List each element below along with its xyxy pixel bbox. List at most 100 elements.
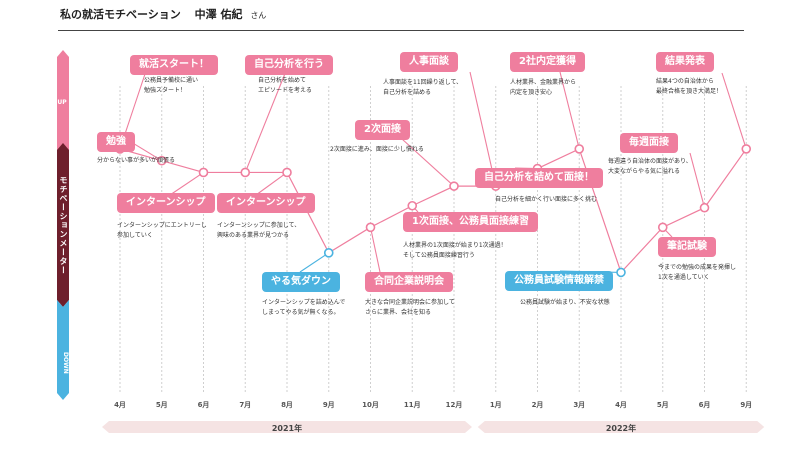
axis-meter-label: モチベーションメーター xyxy=(59,175,68,275)
annotation-description-line: 人材業界、金融業界から xyxy=(510,79,577,86)
annotation-description-line: 公務員予備校に通い xyxy=(144,77,199,84)
annotation-description-line: 公務員試験が始まり、不安な状態 xyxy=(520,299,610,306)
annotation-label: 毎週面接 xyxy=(620,133,678,153)
annotation-description-line: インターンシップにエントリーし xyxy=(117,222,207,229)
data-point xyxy=(699,202,710,213)
data-point xyxy=(282,167,292,178)
month-tick-label: 7月 xyxy=(239,401,252,409)
annotation-label: 結果発表 xyxy=(656,52,714,72)
annotation-label: 合同企業説明会 xyxy=(365,272,453,292)
month-tick-label: 6月 xyxy=(197,401,210,409)
annotation-description-line: そして公務員面接練習行う xyxy=(403,252,475,259)
data-point xyxy=(741,144,752,154)
annotation-description-line: しまってやる気が無くなる。 xyxy=(262,309,340,316)
annotation-description: 人材業界、金融業界から内定を頂き安心 xyxy=(510,78,576,98)
meter-up-segment xyxy=(57,50,69,150)
name-suffix: さん xyxy=(250,11,267,20)
annotation-description-line: 興味のある業界が見つかる xyxy=(217,232,290,239)
annotation-description-line: 2次面接に進み、面接に少し慣れる xyxy=(330,146,424,153)
month-tick-label: 4月 xyxy=(114,401,126,409)
annotation-pointer xyxy=(469,71,497,187)
annotation-description: 公務員試験が始まり、不安な状態 xyxy=(520,298,610,308)
annotation-label: 2次面接 xyxy=(355,120,410,140)
annotation-label: 就活スタート！ xyxy=(130,55,218,75)
year-band xyxy=(477,421,765,433)
annotation-label: インターンシップ xyxy=(117,193,215,213)
annotation-description-line: 自己分析を詰める xyxy=(383,89,432,96)
month-tick-label: 9月 xyxy=(740,401,753,409)
annotation-description-line: 内定を頂き安心 xyxy=(510,89,553,96)
page-title-text: 私の就活モチベーション xyxy=(60,8,181,21)
annotation-description: 分からない事が多いが頑張る xyxy=(97,156,175,166)
annotation-label: やる気ダウン xyxy=(262,272,340,292)
year-label: 2022年 xyxy=(605,424,637,433)
annotation-label: 筆記試験 xyxy=(658,237,716,257)
annotation-label: 1次面接、公務員面接練習 xyxy=(403,212,538,232)
annotation-description-line: 自己分析を細かく行い面接に多く挑む xyxy=(495,196,598,203)
data-point xyxy=(198,167,209,178)
title-rule xyxy=(58,30,744,31)
annotation-label: 自己分析を詰めて面接！ xyxy=(475,168,603,188)
month-tick-label: 4月 xyxy=(615,401,627,409)
year-band xyxy=(102,421,472,433)
annotation-description-line: 大変ながらやる気に溢れる xyxy=(608,168,681,175)
annotation-description: 2次面接に進み、面接に少し慣れる xyxy=(330,145,424,155)
month-tick-label: 8月 xyxy=(281,401,293,409)
data-point xyxy=(616,267,626,278)
meter-down-segment xyxy=(57,300,69,400)
annotation-pointer xyxy=(244,70,287,173)
annotation-pointer xyxy=(721,72,747,150)
month-tick-label: 9月 xyxy=(322,401,335,409)
month-tick-label: 11月 xyxy=(403,401,421,409)
month-tick-label: 5月 xyxy=(155,401,168,409)
annotation-description-line: 毎週違う自治体の面接があり、 xyxy=(608,158,692,165)
month-tick-label: 6月 xyxy=(698,401,711,409)
data-point xyxy=(657,222,668,233)
annotation-description-line: 勉強スタート！ xyxy=(144,87,187,94)
annotation-label: 勉強 xyxy=(97,132,135,152)
month-tick-label: 3月 xyxy=(573,401,586,409)
annotation-description-line: インターンシップを詰め込んで xyxy=(262,299,346,306)
annotation-description: 今までの勉強の成果を発揮し 1次を通過していく xyxy=(658,263,736,283)
annotation-description: 人事面談を11回繰り返して、自己分析を詰める xyxy=(383,78,462,98)
annotation-pointer xyxy=(255,171,288,196)
annotation-pointer xyxy=(169,171,204,196)
month-tick-label: 1月 xyxy=(489,401,502,409)
annotation-pointer xyxy=(689,152,706,208)
annotation-description-line: 最終合格を頂き大満足！ xyxy=(656,88,723,95)
data-point xyxy=(323,248,334,258)
annotation-label: インターンシップ xyxy=(217,193,315,213)
annotation-description-line: 大きな合同企業説明会に参加して xyxy=(365,299,455,306)
month-tick-label: 10月 xyxy=(362,401,379,409)
annotation-description-line: 人事面談を11回繰り返して、 xyxy=(383,79,463,86)
annotation-description: 大きな合同企業説明会に参加してさらに業界、会社を知る xyxy=(365,298,455,318)
annotation-label: 人事面談 xyxy=(400,52,458,72)
month-tick-label: 12月 xyxy=(445,401,463,409)
annotation-description: 毎週違う自治体の面接があり、大変ながらやる気に溢れる xyxy=(608,157,692,177)
annotation-description-line: さらに業界、会社を知る xyxy=(365,309,432,316)
annotation-description-line: 結果4つの自治体から xyxy=(656,78,714,85)
annotation-description-line: 人材業界の1次面接が始まり1次通過！ xyxy=(403,242,507,249)
annotation-pointer xyxy=(401,138,455,187)
data-point xyxy=(407,200,418,211)
meter-mid-segment xyxy=(57,143,69,307)
annotation-description: 公務員予備校に通い勉強スタート！ xyxy=(144,76,198,96)
annotation-pointer xyxy=(369,227,381,273)
annotation-description: インターンシップに参加して、興味のある業界が見つかる xyxy=(217,221,300,241)
page-title: 私の就活モチベーション 中澤 佑紀 さん xyxy=(60,6,266,22)
annotation-description-line: 1次を通過していく xyxy=(658,274,710,281)
person-name: 中澤 佑紀 xyxy=(194,8,243,21)
annotation-pointer xyxy=(559,71,580,150)
annotation-description: 自己分析を細かく行い面接に多く挑む xyxy=(495,195,597,205)
year-label: 2021年 xyxy=(271,424,303,433)
data-point xyxy=(156,155,167,166)
data-point xyxy=(365,222,376,233)
annotation-description-line: 自己分析を始めて xyxy=(258,77,307,84)
annotation-description-line: エピソードを考える xyxy=(258,87,312,94)
data-point xyxy=(449,181,459,191)
month-tick-label: 2月 xyxy=(531,401,544,409)
data-point xyxy=(574,144,585,154)
month-tick-label: 5月 xyxy=(656,401,669,409)
annotation-description-line: インターンシップに参加して、 xyxy=(217,222,301,229)
annotation-description-line: 今までの勉強の成果を発揮し xyxy=(658,264,737,271)
